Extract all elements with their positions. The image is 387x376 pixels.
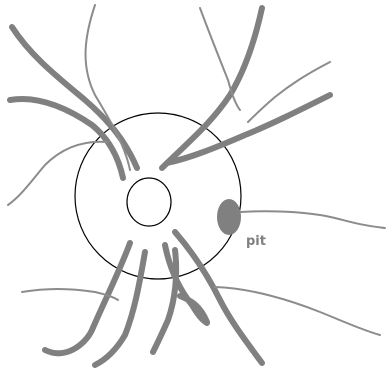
- vessel-upper-right-1: [162, 8, 262, 168]
- pit-label: pit: [246, 234, 266, 249]
- vessel-upper-left-2: [10, 99, 123, 178]
- vessel-upper-right-2: [167, 95, 330, 163]
- vessel-right-thin-1: [241, 211, 385, 228]
- pit-marker: [217, 199, 241, 235]
- vessel-left-thin-1: [8, 142, 107, 205]
- vessel-lower-1: [45, 243, 130, 353]
- disc-outline: [75, 113, 241, 279]
- cup-outline: [127, 178, 171, 226]
- vessel-upper-right-thin-1: [200, 8, 240, 110]
